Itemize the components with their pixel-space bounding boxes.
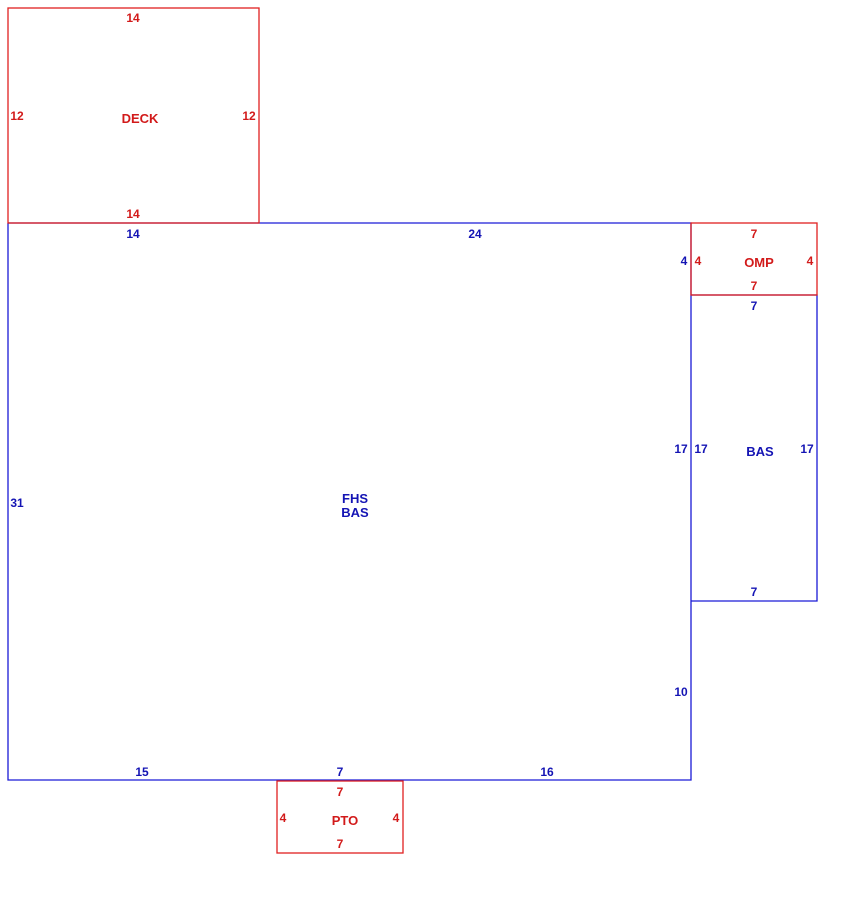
bas-annex-left-dimension: 17 [694,442,708,456]
main-top-left-dimension: 14 [126,227,140,241]
main-area-label-line1: FHS [342,491,368,506]
omp-right-dimension: 4 [807,254,814,268]
omp-bottom-dimension: 7 [751,279,758,293]
deck-outline [7,7,260,224]
pto-bottom-dimension: 7 [337,837,344,851]
main-right-upper-dimension: 4 [681,254,688,268]
deck-bottom-dimension: 14 [126,207,140,221]
deck-left-dimension: 12 [10,109,24,123]
main-bottom-mid-dimension: 7 [337,765,344,779]
bas-annex-bottom-dimension: 7 [751,585,758,599]
main-right-middle-dimension: 17 [674,442,688,456]
bas-annex-top-dimension: 7 [751,299,758,313]
omp-label: OMP [744,255,774,270]
main-bottom-left-dimension: 15 [135,765,149,779]
deck-right-dimension: 12 [242,109,256,123]
main-house-outline [7,222,818,781]
deck-top-dimension: 14 [126,11,140,25]
omp-outline [690,222,818,296]
bas-annex-right-dimension: 17 [800,442,814,456]
pto-right-dimension: 4 [393,811,400,825]
main-bottom-right-dimension: 16 [540,765,554,779]
omp-top-dimension: 7 [751,227,758,241]
main-top-right-dimension: 24 [468,227,482,241]
main-right-lower-dimension: 10 [674,685,688,699]
main-left-dimension: 31 [10,496,24,510]
pto-outline [276,780,404,854]
pto-top-dimension: 7 [337,785,344,799]
pto-label: PTO [332,813,359,828]
main-area-label-line2: BAS [341,505,369,520]
pto-left-dimension: 4 [280,811,287,825]
bas-annex-label: BAS [746,444,774,459]
omp-left-dimension: 4 [695,254,702,268]
deck-label: DECK [122,111,159,126]
